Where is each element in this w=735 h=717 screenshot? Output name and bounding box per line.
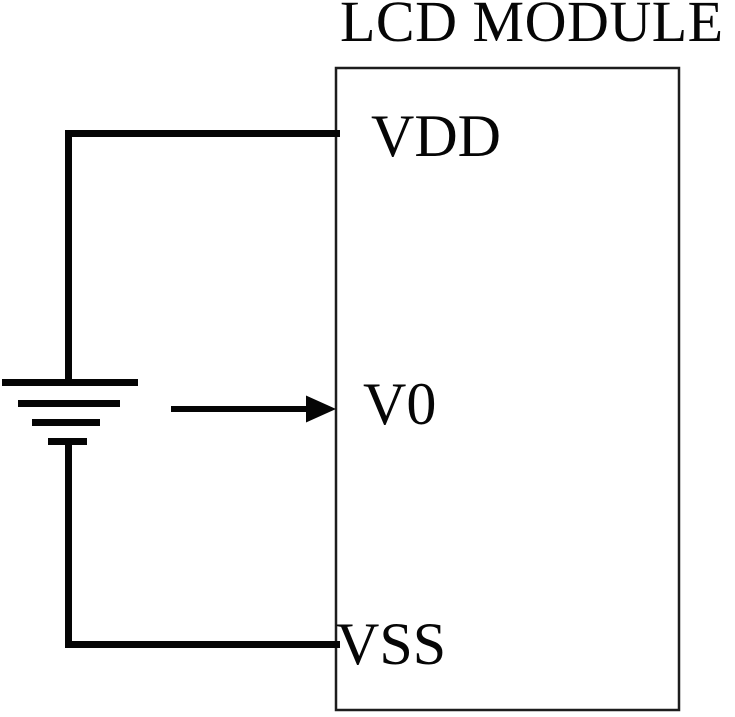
- arrow-right-icon: [306, 395, 336, 423]
- pin-label-vss: VSS: [336, 611, 447, 677]
- battery-icon: [2, 379, 138, 445]
- module-title: LCD MODULE: [340, 0, 724, 54]
- wire-battery-to-vss: [65, 441, 340, 648]
- pin-label-vdd: VDD: [371, 103, 501, 169]
- wires: [65, 130, 340, 648]
- wire-battery-to-vdd: [65, 130, 340, 386]
- pin-label-v0: V0: [363, 371, 437, 437]
- lcd-module-box: [334, 66, 681, 712]
